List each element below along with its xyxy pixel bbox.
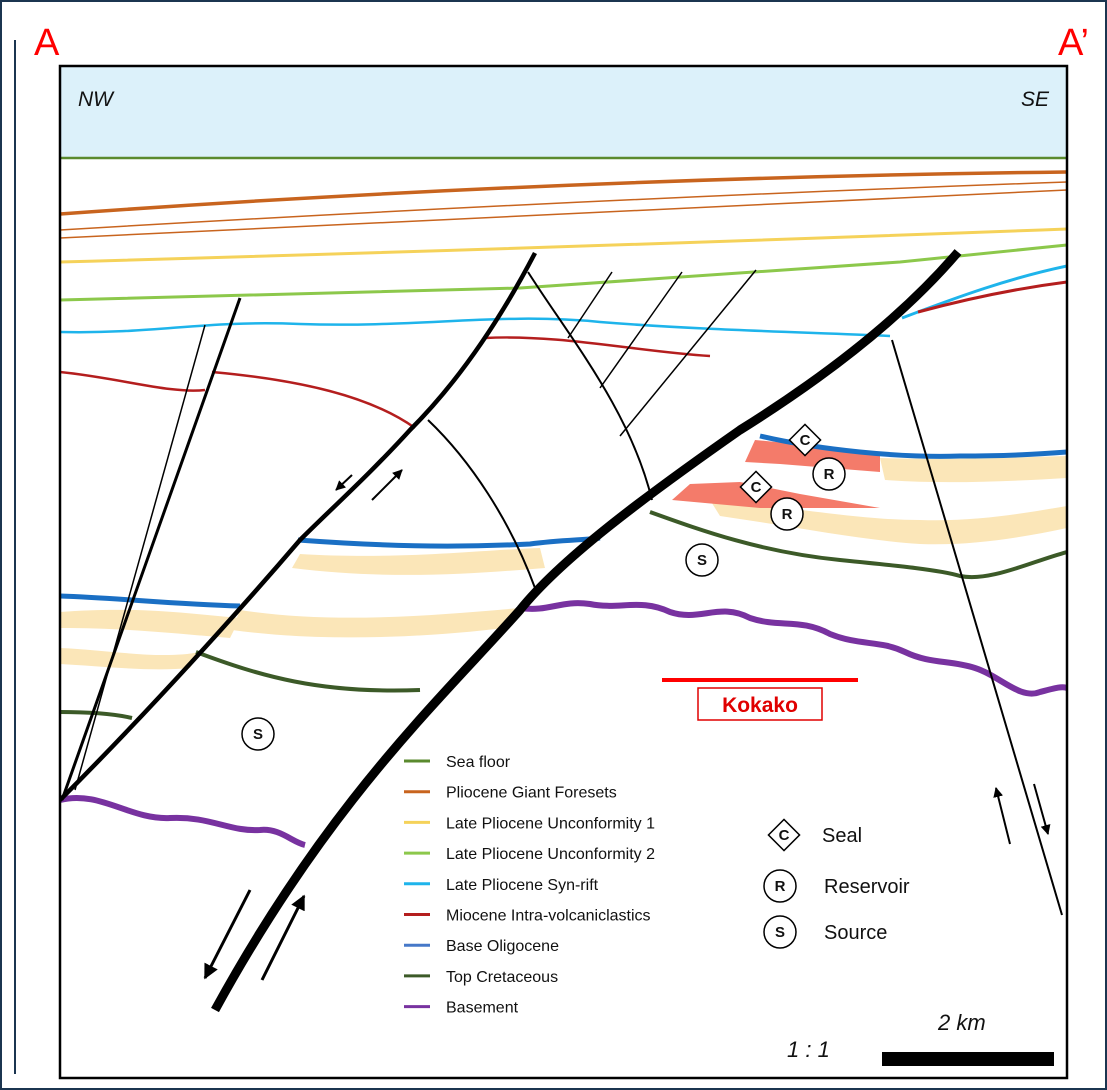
legend-item: Basement (404, 1000, 519, 1017)
top-cretaceous-a (60, 710, 133, 720)
seal-symbol-upper: C (788, 423, 822, 457)
element-legend: C Seal R Reservoir S Source (763, 818, 910, 949)
fault-antithetic-1 (427, 419, 536, 589)
fault-right (891, 339, 1063, 916)
legend-item: Sea floor (404, 754, 511, 771)
miocene-horizon-d (917, 280, 1067, 314)
scale-bar (882, 1052, 1054, 1066)
svg-text:S: S (253, 726, 263, 743)
kokako-label-box (697, 687, 823, 721)
source-symbol-right: S (685, 543, 719, 577)
legend-label: Pliocene Giant Foresets (446, 785, 617, 802)
fault-arrow-up (371, 469, 403, 501)
legend-item: Late Pliocene Unconformity 1 (404, 815, 655, 832)
section-border (58, 64, 1069, 1080)
fault-left-inner (74, 324, 206, 791)
miocene-horizon-b (211, 370, 416, 430)
master-fault-arrow-up (260, 894, 306, 981)
legend-item: Miocene Intra-volcaniclastics (404, 908, 651, 925)
legend-label: Miocene Intra-volcaniclastics (446, 908, 651, 925)
section-end-label: A’ (1058, 22, 1089, 64)
reservoir-band-left-1 (60, 609, 240, 638)
section-background (60, 66, 1067, 1078)
legend-item: Pliocene Giant Foresets (404, 785, 617, 802)
reservoir-symbol-upper: R (812, 457, 846, 491)
top-cretaceous-b (195, 650, 421, 693)
scale-bar-label: 2 km (937, 1010, 986, 1035)
sea-water (60, 66, 1067, 158)
legend-source-circle-icon (763, 915, 797, 949)
master-fault-arrow-down (203, 889, 252, 980)
legend-label: Late Pliocene Unconformity 2 (446, 846, 655, 863)
source-symbol-left: S (241, 717, 275, 751)
reservoir-symbol-lower: R (770, 497, 804, 531)
reservoir-band-middle (232, 608, 520, 638)
legend-reservoir-symbol: R (775, 878, 786, 895)
svg-text:R: R (782, 506, 793, 523)
base-oligocene-middle (297, 535, 601, 549)
direction-se: SE (1021, 88, 1050, 111)
unconformity-2-horizon (60, 243, 1067, 302)
legend-seal: C Seal (767, 818, 862, 852)
legend-item: Late Pliocene Syn-rift (404, 877, 599, 894)
legend-label: Late Pliocene Syn-rift (446, 877, 599, 894)
legend-source-label: Source (824, 922, 887, 944)
legend-seal-symbol: C (779, 827, 790, 844)
foresets-horizon-2 (60, 181, 1067, 231)
miocene-horizon-c (484, 336, 711, 358)
legend-reservoir-label: Reservoir (824, 876, 910, 898)
seal-symbol-lower: C (739, 470, 773, 504)
fault-arrow-down (335, 474, 353, 491)
scale-ratio: 1 : 1 (787, 1037, 830, 1062)
right-fault-arrow-down (1033, 783, 1051, 835)
reservoir-wedge-lower (672, 482, 880, 508)
left-edge-line (14, 40, 16, 1074)
unconformity-1-horizon (60, 227, 1067, 264)
reservoir-wedge-upper (745, 440, 880, 472)
kokako-label: Kokako (722, 694, 798, 717)
legend-reservoir: R Reservoir (763, 869, 910, 903)
legend-label: Late Pliocene Unconformity 1 (446, 815, 655, 832)
direction-nw: NW (78, 88, 115, 111)
legend-source-symbol: S (775, 924, 785, 941)
fault-left-outer (60, 297, 242, 801)
legend-item: Top Cretaceous (404, 969, 558, 986)
reservoir-band-upper (292, 548, 545, 575)
basement-right (519, 600, 1067, 697)
svg-text:S: S (697, 552, 707, 569)
base-oligocene-left (60, 593, 241, 609)
svg-text:C: C (751, 479, 762, 496)
synrift-horizon-left (60, 317, 891, 338)
reservoir-band-left-2 (60, 648, 200, 670)
legend-item: Late Pliocene Unconformity 2 (404, 846, 655, 863)
legend-source: S Source (763, 915, 887, 949)
right-fault-arrow-up (993, 787, 1011, 845)
legend-seal-label: Seal (822, 825, 862, 847)
legend-label: Basement (446, 1000, 519, 1017)
legend-item: Base Oligocene (404, 938, 559, 955)
fault-minor-1 (567, 271, 613, 339)
fault-antithetic-2 (527, 271, 653, 501)
svg-text:R: R (824, 466, 835, 483)
section-start-label: A (34, 22, 60, 64)
legend-label: Top Cretaceous (446, 969, 558, 986)
top-cretaceous-c (649, 510, 1067, 580)
reservoir-band-right-upper (880, 456, 1067, 483)
legend-label: Sea floor (446, 754, 511, 771)
foresets-horizon-1 (60, 170, 1067, 216)
basement-left (60, 795, 306, 848)
fault-middle (60, 251, 537, 802)
master-fault (211, 249, 962, 1013)
fault-minor-3 (619, 269, 757, 437)
svg-text:C: C (800, 432, 811, 449)
legend-reservoir-circle-icon (763, 869, 797, 903)
legend-label: Base Oligocene (446, 938, 559, 955)
miocene-horizon-a (60, 370, 206, 392)
fault-minor-2 (599, 271, 683, 389)
legend-seal-diamond-icon (767, 818, 801, 852)
